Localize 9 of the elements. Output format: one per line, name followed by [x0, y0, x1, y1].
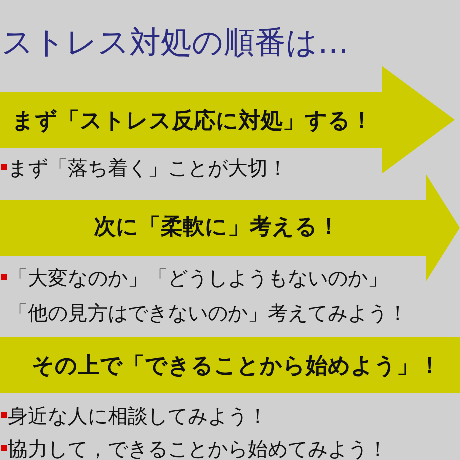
title: ストレス対処の順番は…: [2, 24, 349, 63]
step-text: その上で「できることから始めよう」！: [32, 353, 441, 381]
banner: [0, 337, 460, 393]
bullet-text: 協力して，できることから始めてみよう！: [8, 436, 389, 460]
step-text: まず「ストレス反応に対処」する！: [12, 108, 373, 136]
bullet-text: 「大変なのか」「どうしようもないのか」「他の見方はできないのか」考えてみよう！: [8, 265, 409, 327]
bullet-text: 身近な人に相談してみよう！: [8, 403, 269, 430]
step-text: 次に「柔軟に」考える！: [94, 214, 340, 242]
bullet-text: まず「落ち着く」ことが大切！: [8, 155, 289, 182]
